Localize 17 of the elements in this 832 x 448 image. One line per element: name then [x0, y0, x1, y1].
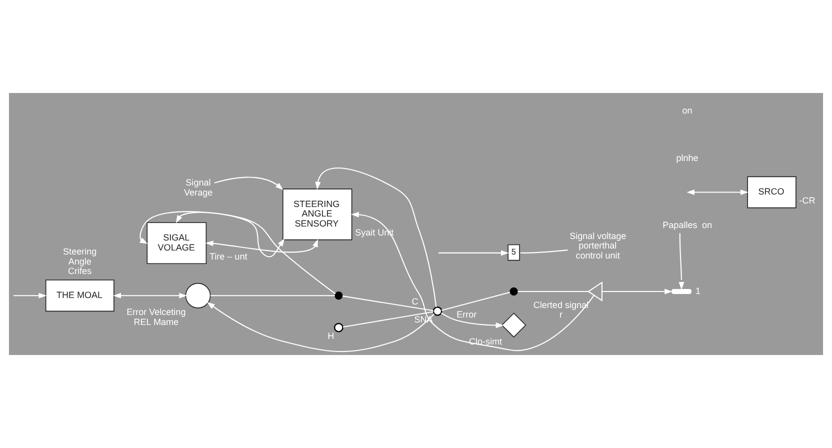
edge-label: Error	[456, 310, 477, 320]
node-label: r	[559, 310, 562, 320]
node-text: Signal voltage porterthal control unit	[570, 230, 626, 261]
node-label: REL Mame	[134, 316, 179, 327]
node-label: on	[702, 220, 712, 230]
node-text: Signal Verage	[184, 178, 213, 198]
node-label: H	[328, 330, 334, 341]
node-text: Papalles	[662, 220, 698, 230]
node-label: -CR	[799, 196, 816, 206]
node-label: Steering Angle Crifes	[63, 246, 97, 276]
node-label: 1	[695, 286, 700, 296]
node-label: Clo-simt	[468, 336, 502, 346]
node-label: Tire – unt	[209, 251, 248, 262]
label: plnhe	[676, 152, 698, 163]
label: on	[682, 105, 692, 116]
node-label: Error Velceting	[126, 307, 186, 318]
edge-label: C	[412, 296, 418, 306]
